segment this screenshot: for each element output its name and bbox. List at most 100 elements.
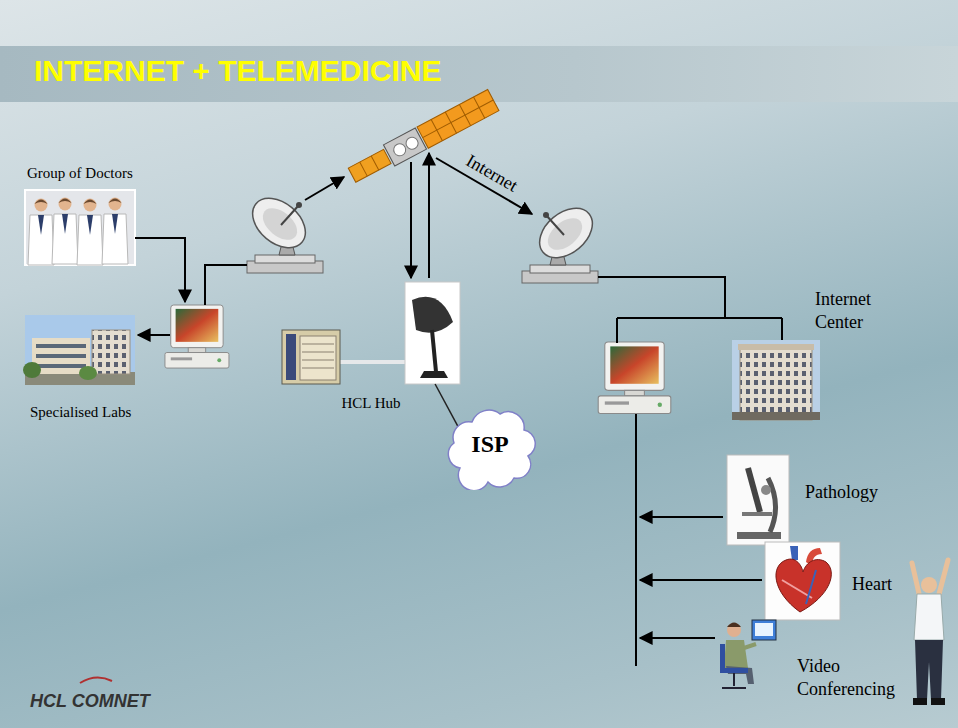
- computer: [598, 342, 671, 414]
- cheering-figure: [914, 594, 944, 640]
- hub-dish: [432, 330, 436, 372]
- video-conference-figure: [733, 673, 735, 686]
- picture-node: Heart: [765, 542, 840, 620]
- video-conference-figure: [752, 620, 776, 640]
- video-conference-figure: [724, 640, 748, 668]
- building-photo: [732, 412, 820, 420]
- microscope-picture: [727, 455, 789, 545]
- hub-rack: [302, 360, 334, 361]
- cloud-outline: [448, 410, 535, 490]
- building-photo: [732, 340, 820, 420]
- hub-dish: [405, 282, 460, 384]
- ground-dish: [243, 188, 323, 273]
- cheering-figure: [938, 560, 948, 598]
- labs-photo: [36, 344, 86, 348]
- wire: [640, 516, 723, 518]
- microscope-picture: [737, 532, 781, 539]
- connector: [435, 384, 459, 428]
- video-conference-figure: [744, 644, 756, 648]
- uplink-arrow: [428, 153, 430, 278]
- cheering-figure: [912, 560, 948, 705]
- cloud-node: ISP: [440, 398, 540, 490]
- hub-rack: [282, 330, 405, 384]
- satellite: [383, 128, 426, 166]
- microscope-picture: [742, 512, 772, 516]
- photo-node: Specialised Labs: [25, 315, 135, 385]
- microscope-picture: [727, 455, 789, 545]
- hub-rack: [302, 352, 334, 353]
- heart-picture: [806, 570, 816, 604]
- heart-picture: [776, 559, 831, 612]
- node-label: ISP: [471, 429, 508, 459]
- satellite: [360, 162, 368, 176]
- doctors-photo: [52, 198, 78, 265]
- wire: [138, 334, 170, 336]
- wire: [135, 238, 782, 666]
- node-label: Video Conferencing: [797, 655, 907, 700]
- building-photo: [738, 344, 814, 350]
- doctors-photo: [28, 199, 54, 266]
- hub-dish: [412, 297, 453, 333]
- hub-rack: [300, 336, 336, 380]
- wire: [616, 318, 618, 343]
- cheering-figure: [921, 577, 937, 593]
- labs-photo: [23, 315, 135, 385]
- wire: [205, 265, 247, 305]
- satellite: [348, 149, 391, 182]
- doctors-photo: [25, 190, 135, 265]
- satellite: [423, 100, 494, 138]
- satellite: [392, 142, 408, 158]
- cheering-figure: [912, 563, 920, 598]
- hub-node: HCL Hub: [282, 280, 460, 384]
- labs-photo: [25, 315, 135, 385]
- wire: [640, 579, 762, 581]
- picture-node: Video Conferencing: [718, 612, 780, 690]
- labs-photo: [79, 366, 97, 380]
- microscope-picture: [768, 478, 776, 532]
- wire: [598, 277, 725, 318]
- heart-picture: [790, 546, 798, 560]
- doctors-photo: [77, 199, 103, 266]
- doctors-photo: [102, 198, 128, 265]
- satellite: [404, 135, 420, 151]
- video-conference-figure: [727, 623, 741, 637]
- heart-picture: [765, 542, 840, 620]
- heart-picture: [765, 542, 840, 620]
- hub-rack: [286, 334, 296, 380]
- node-label: Pathology: [805, 481, 878, 504]
- uplink-arrow: [410, 162, 412, 278]
- photo-node: Group of Doctors: [25, 190, 135, 265]
- hub-dish: [420, 371, 448, 378]
- hub-rack: [302, 344, 334, 345]
- labs-photo: [23, 362, 41, 378]
- labs-photo: [36, 364, 86, 368]
- slide-title: INTERNET + TELEMEDICINE: [34, 54, 442, 89]
- logo-swoosh: [80, 677, 112, 683]
- uplink-arrow: [305, 177, 344, 200]
- wire: [635, 414, 637, 666]
- node-label: HCL Hub: [341, 394, 400, 413]
- ground-dish: [522, 198, 602, 283]
- cheering-figure: [913, 698, 927, 705]
- hub-rack: [282, 330, 340, 384]
- microscope-picture: [748, 468, 760, 512]
- building-photo: [740, 348, 812, 420]
- node-label: Internet Center: [815, 288, 890, 333]
- video-conference-figure: [755, 623, 773, 636]
- satellite: [417, 89, 499, 148]
- node-label: Specialised Labs: [30, 403, 131, 422]
- logo-text: HCL COMNET: [30, 690, 150, 713]
- satellite: [371, 156, 379, 170]
- wire: [617, 317, 782, 319]
- cheering-figure: [915, 640, 943, 700]
- microscope-picture: [761, 485, 771, 495]
- cheering-figure: [931, 698, 945, 705]
- video-conference-figure: [722, 687, 746, 689]
- hub-rack: [340, 360, 405, 364]
- wire: [135, 238, 185, 302]
- labs-photo: [92, 330, 130, 374]
- wire: [781, 318, 783, 340]
- video-conference-figure: [720, 644, 725, 670]
